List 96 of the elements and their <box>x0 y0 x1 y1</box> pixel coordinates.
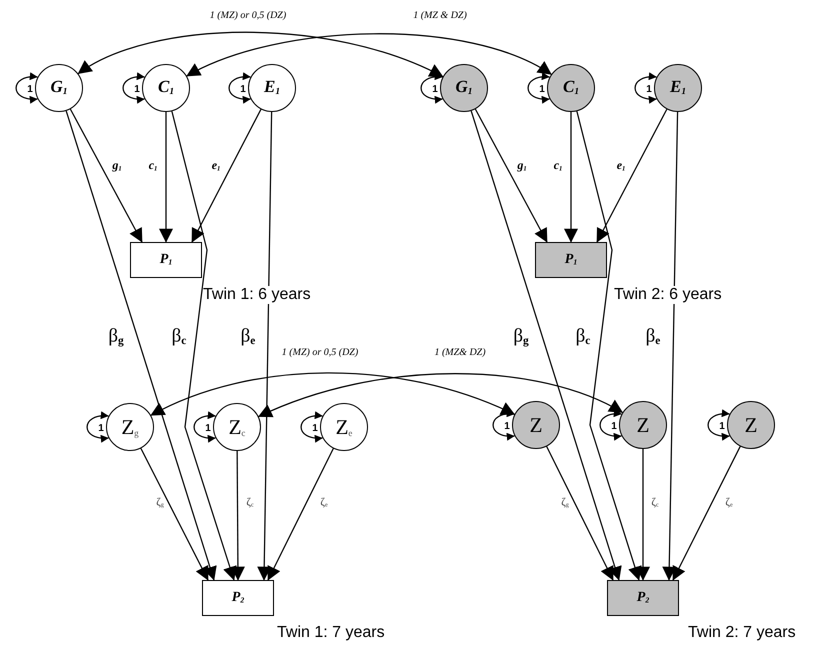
correlation-label: 1 (MZ& DZ) <box>434 348 486 358</box>
observed-variable-box <box>202 580 274 616</box>
variable-label: Z$_{c}$ <box>228 416 246 438</box>
variance-loop-arrow <box>300 412 323 442</box>
path-coefficient-label: β$_{e}$ <box>646 326 660 348</box>
latent-variable-circle <box>142 64 190 112</box>
variable-label: C$_{1}$ <box>158 78 174 98</box>
latent-variable-circle <box>654 64 702 112</box>
path-coefficient-label: ζ$_{g}$ <box>561 497 569 509</box>
latent-variable-circle <box>440 64 488 112</box>
variable-label: E$_{1}$ <box>670 78 686 98</box>
path-coefficient-label: ζ$_{c}$ <box>246 497 254 509</box>
twin-age-label: Twin 1: 6 years <box>203 286 311 304</box>
variance-label: 1 <box>27 85 33 95</box>
variable-label: G$_{1}$ <box>456 78 472 98</box>
latent-variable-circle <box>320 403 368 451</box>
path-arrow <box>576 111 642 581</box>
latent-variable-circle <box>106 403 154 451</box>
variance-label: 1 <box>611 422 617 432</box>
path-coefficient-label: β$_{g}$ <box>513 326 529 348</box>
twin-age-label: Twin 1: 7 years <box>277 624 385 642</box>
variance-loop-arrow <box>122 72 145 104</box>
variance-loop-arrow <box>600 410 622 440</box>
path-arrow <box>171 111 237 581</box>
variance-label: 1 <box>719 422 725 432</box>
variable-label: Z <box>636 414 650 436</box>
path-arrow <box>159 112 173 243</box>
variable-label: Z$_{e}$ <box>336 416 352 438</box>
variable-label: P$_{1}$ <box>160 253 172 267</box>
path-arrow <box>267 448 334 581</box>
latent-variable-circle <box>619 401 667 449</box>
path-arrow <box>470 110 622 581</box>
path-coefficient-label: ζ$_{e}$ <box>725 497 733 509</box>
correlation-label: 1 (MZ & DZ) <box>413 11 467 21</box>
path-coefficient-label: β$_{g}$ <box>108 326 124 348</box>
path-arrow <box>564 112 578 243</box>
variable-label: C$_{1}$ <box>562 78 579 98</box>
variable-label: P$_{2}$ <box>636 591 650 605</box>
variance-loop-arrow <box>194 412 216 442</box>
path-arrow <box>257 112 272 581</box>
variable-label: P$_{1}$ <box>564 253 578 267</box>
path-arrow <box>140 448 209 581</box>
variance-label: 1 <box>432 85 438 95</box>
variance-label: 1 <box>134 85 140 95</box>
variance-label: 1 <box>539 85 545 95</box>
path-coefficient-label: ζ$_{e}$ <box>320 497 328 509</box>
observed-variable-box <box>130 242 202 278</box>
path-arrow <box>70 108 143 243</box>
variable-label: Z <box>530 414 542 436</box>
path-coefficient-label: β$_{c}$ <box>576 326 590 348</box>
observed-variable-box <box>535 242 607 278</box>
path-arrow <box>672 446 741 581</box>
variable-label: P$_{2}$ <box>232 591 244 605</box>
variable-label: E$_{1}$ <box>264 78 280 98</box>
correlation-arrow <box>150 372 516 416</box>
path-coefficient-label: ζ$_{g}$ <box>156 497 164 509</box>
path-arrow <box>546 446 614 581</box>
path-arrow <box>230 451 245 581</box>
path-arrow <box>66 110 217 581</box>
variance-label: 1 <box>240 85 246 95</box>
latent-variable-circle <box>213 403 261 451</box>
variance-loop-arrow <box>528 72 550 104</box>
variance-loop-arrow <box>86 412 109 442</box>
path-coefficient-label: ζ$_{c}$ <box>651 497 659 509</box>
variance-loop-arrow <box>228 72 251 104</box>
variable-label: Z <box>744 414 758 436</box>
observed-variable-box <box>607 580 679 616</box>
correlation-label: 1 (MZ) or 0,5 (DZ) <box>210 11 286 21</box>
correlation-arrow <box>258 373 624 418</box>
path-arrow <box>474 108 548 243</box>
latent-variable-circle <box>248 64 296 112</box>
path-coefficient-label: β$_{c}$ <box>172 326 186 348</box>
latent-variable-circle <box>727 401 775 449</box>
path-arrow <box>596 108 668 243</box>
variance-loop-arrow <box>634 72 657 104</box>
path-coefficient-label: β$_{e}$ <box>240 326 256 348</box>
correlation-arrow <box>186 33 552 77</box>
latent-variable-circle <box>35 64 83 112</box>
variable-label: G$_{1}$ <box>50 78 68 98</box>
variance-label: 1 <box>98 424 104 434</box>
path-arrow <box>636 449 650 581</box>
variance-label: 1 <box>205 424 211 434</box>
variance-label: 1 <box>504 422 510 432</box>
path-arrow <box>662 112 678 581</box>
path-arrow <box>191 109 262 243</box>
correlation-arrow <box>78 32 444 78</box>
twin-age-label: Twin 2: 6 years <box>614 286 722 304</box>
latent-variable-circle <box>512 401 560 449</box>
variable-label: Z$_{g}$ <box>121 416 139 438</box>
twin-age-label: Twin 2: 7 years <box>688 624 796 642</box>
variance-label: 1 <box>312 424 318 434</box>
variance-loop-arrow <box>16 72 38 104</box>
variance-loop-arrow <box>708 410 730 440</box>
correlation-label: 1 (MZ) or 0,5 (DZ) <box>282 348 358 358</box>
latent-variable-circle <box>547 64 595 112</box>
variance-label: 1 <box>646 85 652 95</box>
